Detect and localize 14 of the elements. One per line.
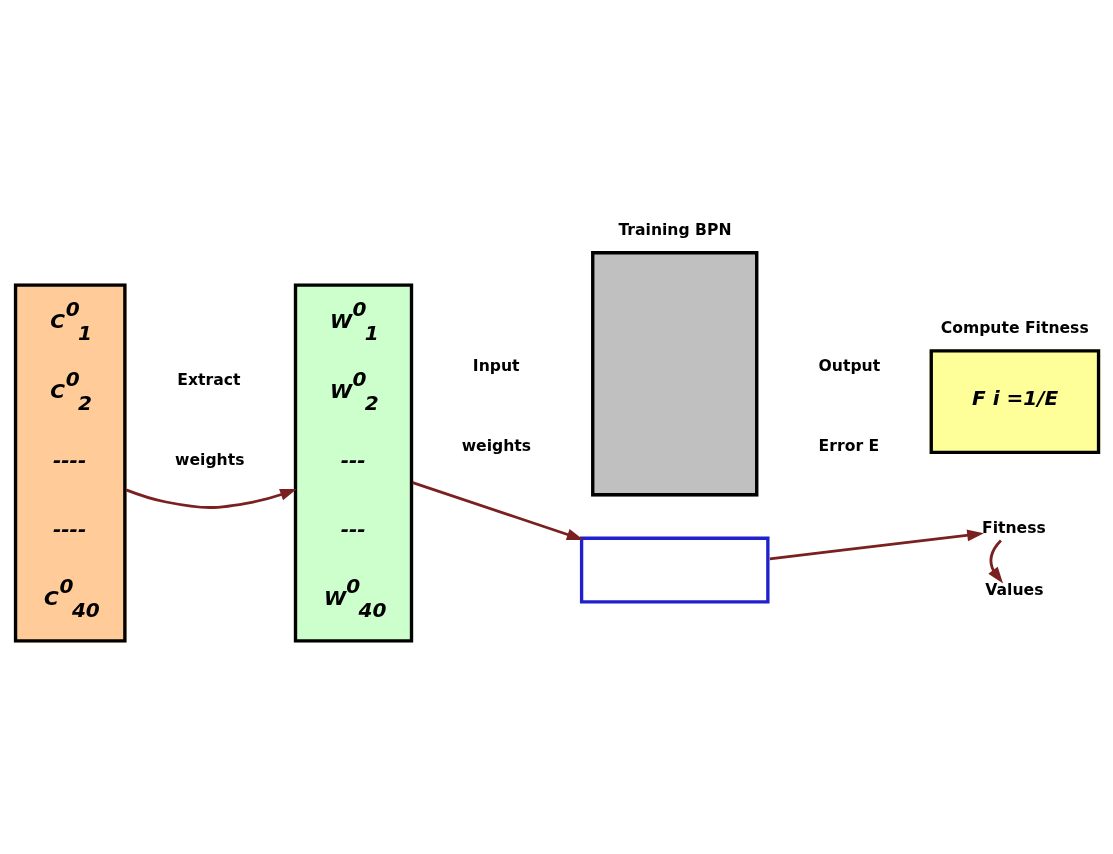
arrow [412,481,584,541]
label: Output [818,357,881,376]
node-text: Fitness [982,519,1046,538]
label: Extract [177,370,241,389]
arrow [125,488,297,509]
label: Input [472,357,520,376]
arrow [769,529,984,561]
label: weights [461,437,532,456]
node-label: Compute Fitness [940,318,1089,337]
label: Error E [818,437,880,456]
node-text: Values [985,580,1044,599]
arrow [988,539,1004,584]
label: weights [175,450,245,469]
node-label: Training BPN [618,220,732,239]
